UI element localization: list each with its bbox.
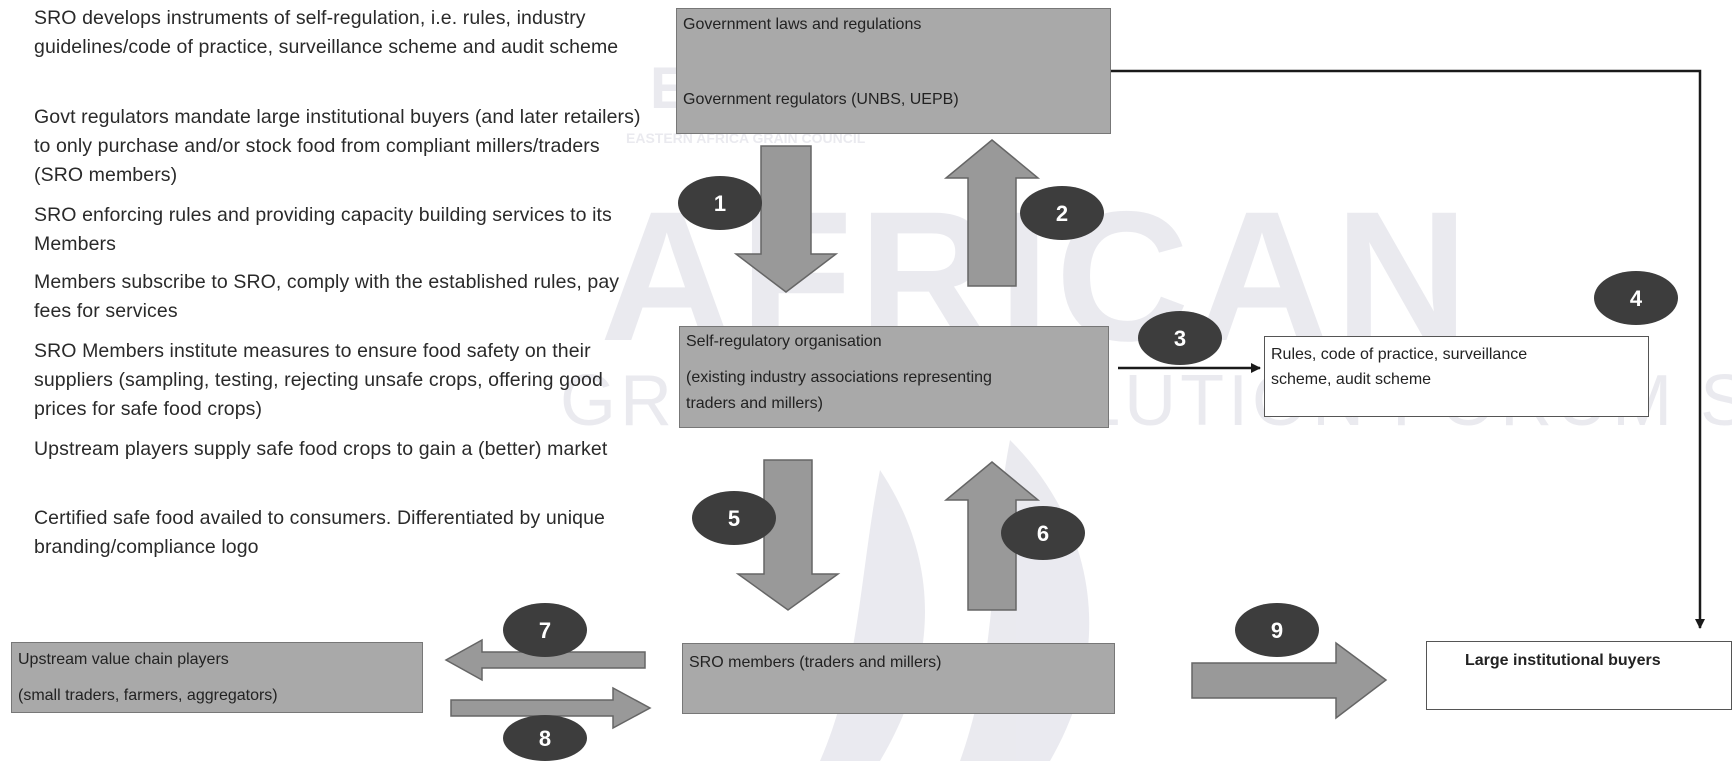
legend-item-4: Members subscribe to SRO, comply with th… <box>34 271 620 322</box>
government-box-regulators: Government regulators (UNBS, UEPB) <box>683 91 959 108</box>
step-number-3: 3 <box>1174 326 1186 351</box>
step-badge-8: 8 <box>503 715 587 761</box>
legend-item-5: SRO Members institute measures to ensure… <box>34 340 603 420</box>
step-badge-6: 6 <box>1001 506 1085 560</box>
block-arrow-down-5 <box>735 459 841 611</box>
block-arrow-right-8 <box>450 686 652 730</box>
step-number-7: 7 <box>539 618 551 643</box>
connector-government-to-buyers <box>1111 69 1705 629</box>
legend-item-2: Govt regulators mandate large institutio… <box>34 106 641 186</box>
block-arrow-down-1 <box>733 145 839 293</box>
step-badge-3: 3 <box>1138 311 1222 365</box>
rules-box-line-1: Rules, code of practice, surveillance <box>1271 346 1528 363</box>
upstream-box-description: (small traders, farmers, aggregators) <box>18 687 278 704</box>
step-badge-1: 1 <box>678 176 762 230</box>
step-badge-2: 2 <box>1020 186 1104 240</box>
step-number-4: 4 <box>1630 286 1643 311</box>
legend-item-3: SRO enforcing rules and providing capaci… <box>34 204 612 255</box>
legend-item-7: Certified safe food availed to consumers… <box>34 507 605 558</box>
rules-box-line-2: scheme, audit scheme <box>1271 371 1432 388</box>
upstream-box: Upstream value chain players (small trad… <box>11 642 423 713</box>
step-badge-5: 5 <box>692 491 776 545</box>
upstream-box-title: Upstream value chain players <box>18 651 229 668</box>
buyers-box: Large institutional buyers <box>1426 641 1732 710</box>
sro-box-description-2: traders and millers) <box>686 395 823 412</box>
step-badge-9: 9 <box>1235 603 1319 657</box>
legend-item-6: Upstream players supply safe food crops … <box>34 438 608 460</box>
government-box: Government laws and regulations Governme… <box>676 8 1111 134</box>
step-number-9: 9 <box>1271 618 1283 643</box>
block-arrow-up-2 <box>943 139 1041 287</box>
step-number-1: 1 <box>714 191 726 216</box>
step-badge-7: 7 <box>503 603 587 657</box>
buyers-box-title: Large institutional buyers <box>1465 652 1661 669</box>
block-arrow-left-7 <box>444 638 646 682</box>
sro-box-description-1: (existing industry associations represen… <box>686 369 992 386</box>
block-arrow-right-9 <box>1191 641 1388 720</box>
step-number-2: 2 <box>1056 201 1068 226</box>
sro-members-box-title: SRO members (traders and millers) <box>689 654 942 671</box>
step-number-8: 8 <box>539 726 551 751</box>
rules-box: Rules, code of practice, surveillance sc… <box>1264 336 1649 417</box>
government-box-title: Government laws and regulations <box>683 16 922 33</box>
legend-item-1: SRO develops instruments of self-regulat… <box>34 7 619 58</box>
sro-box: Self-regulatory organisation (existing i… <box>679 326 1109 428</box>
block-arrow-up-6 <box>943 461 1041 611</box>
sro-members-box: SRO members (traders and millers) <box>682 643 1115 714</box>
step-number-5: 5 <box>728 506 740 531</box>
sro-box-title: Self-regulatory organisation <box>686 333 882 350</box>
step-number-6: 6 <box>1037 521 1049 546</box>
step-badge-4: 4 <box>1594 271 1678 325</box>
